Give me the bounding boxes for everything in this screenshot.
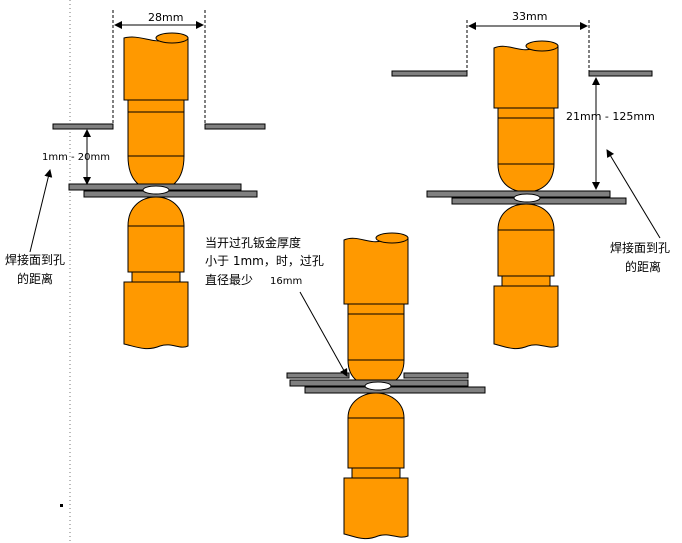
left-width-label: 28mm bbox=[148, 11, 183, 24]
right-upper-electrode bbox=[493, 40, 559, 193]
left-weld-nugget bbox=[142, 185, 170, 195]
center-upper-electrode-body bbox=[347, 313, 405, 361]
left-lower-electrode bbox=[123, 196, 189, 350]
center-upper-electrode bbox=[343, 232, 409, 387]
center-lower-electrode-body bbox=[347, 417, 405, 469]
left-gap-label: 1mm - 20mm bbox=[42, 152, 110, 163]
right-lower-electrode-shank bbox=[493, 285, 559, 350]
right-lower-electrode bbox=[493, 203, 559, 350]
center-note-leader bbox=[299, 291, 348, 377]
left-upper-electrode-body bbox=[127, 111, 185, 157]
left-assembly: 28mm 1mm - 20mm 焊接面到孔 的距离 bbox=[5, 10, 266, 350]
center-upper-electrode-top-cap bbox=[375, 232, 409, 244]
center-note-line1: 当开过孔钣金厚度 bbox=[205, 235, 301, 250]
right-lower-electrode-collar bbox=[501, 275, 551, 287]
left-lower-electrode-body bbox=[127, 225, 185, 273]
center-weld-nugget bbox=[364, 381, 392, 391]
center-upper-electrode-collar bbox=[347, 303, 405, 315]
left-note-line1: 焊接面到孔 bbox=[5, 252, 65, 267]
center-sheet-2 bbox=[304, 386, 486, 394]
right-note-leader bbox=[606, 149, 661, 239]
center-upper-electrode-shank bbox=[343, 235, 409, 305]
center-note-line3: 直径最少 bbox=[205, 273, 253, 287]
left-lower-electrode-shank bbox=[123, 281, 189, 350]
center-assembly: 当开过孔钣金厚度 小于 1mm，时，过孔 直径最少 16mm bbox=[205, 232, 486, 540]
left-sheet-2 bbox=[83, 190, 258, 198]
left-upper-electrode-collar bbox=[127, 99, 185, 113]
left-lower-electrode-collar bbox=[131, 271, 181, 283]
right-upper-electrode-top-cap bbox=[525, 40, 559, 52]
left-note-leader bbox=[29, 169, 53, 253]
right-lower-electrode-tip bbox=[497, 203, 555, 231]
left-upper-electrode-shank bbox=[123, 35, 189, 101]
center-note-line2: 小于 1mm，时，过孔 bbox=[205, 254, 324, 268]
right-note-line1: 焊接面到孔 bbox=[610, 240, 670, 255]
right-top-flange-right bbox=[588, 70, 653, 77]
center-top-flange-left bbox=[286, 372, 350, 379]
right-assembly: 33mm 21mm - 125mm 焊接面到孔 的距离 bbox=[391, 10, 670, 350]
left-upper-electrode-top-cap bbox=[155, 32, 189, 44]
center-note-value: 16mm bbox=[270, 276, 302, 287]
center-lower-electrode-collar bbox=[351, 467, 401, 479]
center-lower-electrode-tip bbox=[347, 392, 405, 419]
page-corner-mark bbox=[60, 504, 63, 507]
right-width-label: 33mm bbox=[512, 10, 547, 23]
left-lower-electrode-tip bbox=[127, 196, 185, 227]
center-lower-electrode-shank bbox=[343, 477, 409, 540]
right-upper-electrode-body bbox=[497, 117, 555, 165]
left-top-flange-right bbox=[204, 123, 266, 130]
right-note-line2: 的距离 bbox=[625, 259, 661, 274]
left-upper-electrode bbox=[123, 32, 189, 191]
right-upper-electrode-shank bbox=[493, 43, 559, 109]
center-top-flange-right bbox=[403, 372, 469, 379]
right-gap-label: 21mm - 125mm bbox=[566, 110, 655, 123]
left-top-flange-left bbox=[52, 123, 114, 130]
right-weld-nugget bbox=[513, 193, 541, 203]
right-upper-electrode-collar bbox=[497, 107, 555, 119]
left-note-line2: 的距离 bbox=[17, 271, 53, 286]
right-top-flange-left bbox=[391, 70, 468, 77]
right-lower-electrode-body bbox=[497, 229, 555, 277]
right-upper-electrode-tip bbox=[497, 163, 555, 193]
center-lower-electrode bbox=[343, 392, 409, 540]
